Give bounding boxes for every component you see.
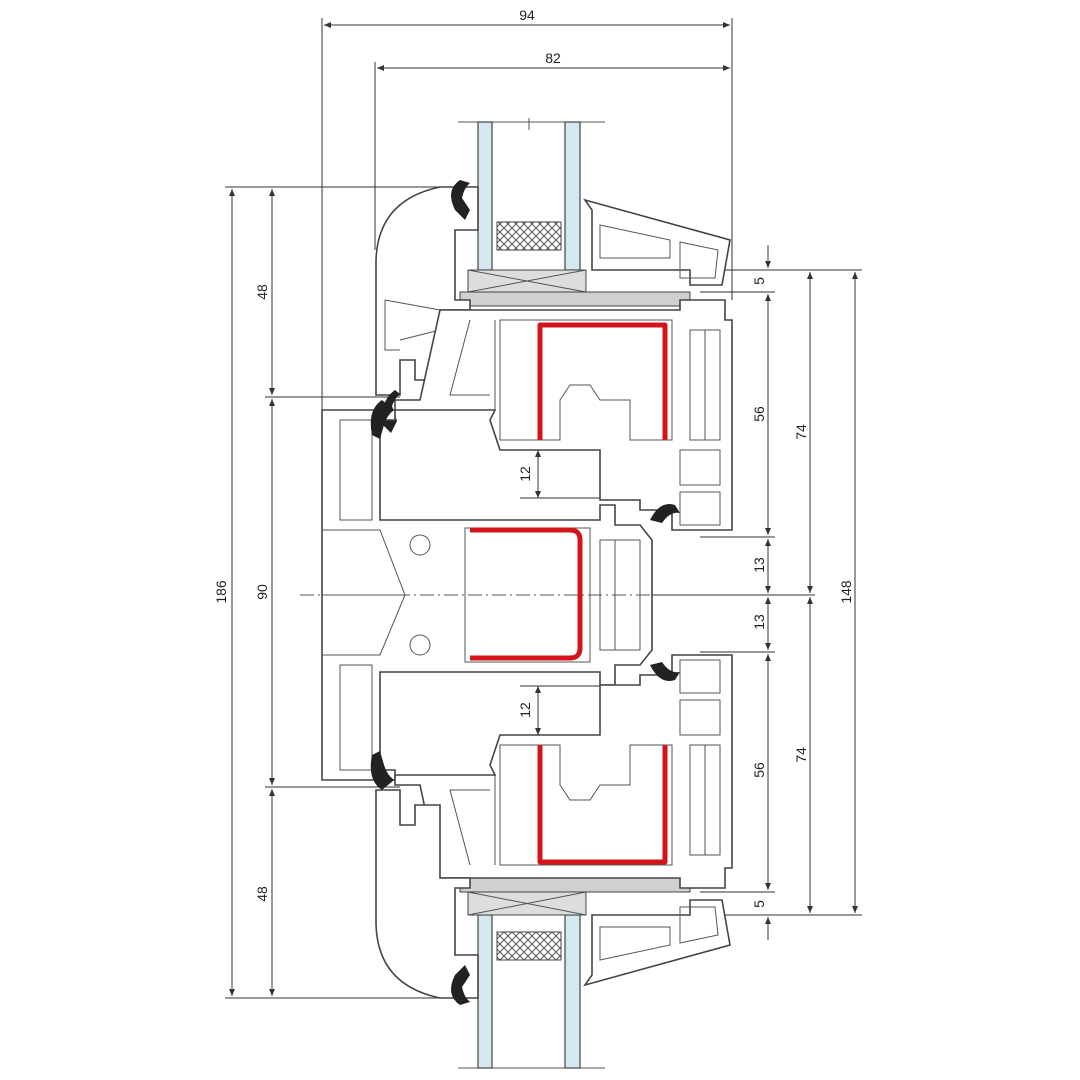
label-13-bottom: 13 bbox=[751, 614, 767, 630]
dimension-94 bbox=[321, 18, 733, 420]
label-148: 148 bbox=[838, 580, 854, 604]
label-48-top: 48 bbox=[254, 284, 270, 300]
label-82: 82 bbox=[545, 50, 561, 66]
bottom-sash-profile bbox=[394, 654, 733, 889]
label-94: 94 bbox=[519, 7, 535, 23]
label-90: 90 bbox=[254, 584, 270, 600]
label-74-top: 74 bbox=[793, 424, 809, 440]
bottom-frame-profile bbox=[375, 789, 731, 1005]
right-dimensions bbox=[520, 245, 862, 940]
dimension-82 bbox=[374, 62, 730, 250]
label-74-bottom: 74 bbox=[793, 747, 809, 763]
label-12-bottom: 12 bbox=[517, 702, 533, 718]
left-dimensions bbox=[225, 186, 460, 999]
label-56-bottom: 56 bbox=[751, 762, 767, 778]
label-186: 186 bbox=[213, 580, 229, 604]
top-frame-profile bbox=[375, 186, 731, 396]
label-12-top: 12 bbox=[517, 466, 533, 482]
label-56-top: 56 bbox=[751, 406, 767, 422]
glass-panes bbox=[458, 121, 691, 1069]
label-48-bottom: 48 bbox=[254, 886, 270, 902]
label-13-top: 13 bbox=[751, 557, 767, 573]
label-5-top: 5 bbox=[751, 277, 767, 285]
label-5-bottom: 5 bbox=[751, 900, 767, 908]
